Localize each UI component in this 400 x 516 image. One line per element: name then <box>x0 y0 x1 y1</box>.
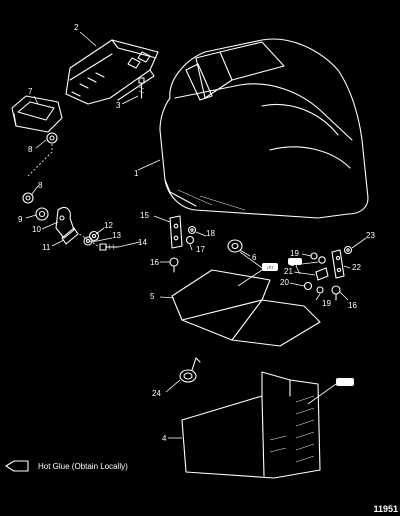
callout-24: 24 <box>152 389 161 398</box>
bolt-14 <box>99 243 119 251</box>
callout-13: 13 <box>112 231 121 240</box>
screw-3 <box>138 77 145 99</box>
callout-8-lower: 8 <box>38 181 43 190</box>
callout-11: 11 <box>42 243 51 252</box>
washer-23 <box>343 245 353 255</box>
callout-14: 14 <box>138 238 147 247</box>
callout-labels: 1 2 3 4 5 6 7 8 8 9 10 11 12 13 14 15 16… <box>18 23 375 443</box>
air-intake-cover <box>65 39 159 105</box>
callout-20: 20 <box>280 278 289 287</box>
callout-12: 12 <box>104 221 113 230</box>
grille-7 <box>11 95 63 133</box>
glue-callout-4 <box>307 378 354 405</box>
legend-symbol: 101 <box>17 464 24 469</box>
bracket-22 <box>331 249 345 279</box>
leader-lines <box>25 31 367 439</box>
washer-19-lower <box>316 286 324 294</box>
callout-4: 4 <box>162 434 167 443</box>
washer-12 <box>88 230 100 242</box>
callout-22: 22 <box>352 263 361 272</box>
glue-callout-2 <box>237 265 269 287</box>
washer-19-upper <box>310 252 318 260</box>
legend: 101 Hot Glue (Obtain Locally) <box>5 460 128 472</box>
glue-symbol-label: 101 <box>267 265 274 270</box>
screw-16-left <box>169 257 179 273</box>
callout-7: 7 <box>28 87 33 96</box>
bottom-cowl-4 <box>181 371 321 479</box>
grommet-6 <box>227 239 243 253</box>
callout-3: 3 <box>116 101 121 110</box>
callout-18: 18 <box>206 229 215 238</box>
washer-18 <box>187 225 197 235</box>
seal-5 <box>171 269 321 347</box>
cable-clip-24 <box>179 357 201 383</box>
screw-16-right <box>331 285 341 301</box>
callout-21: 21 <box>284 267 293 276</box>
nut-8-lower <box>22 192 34 204</box>
nut-17-right <box>318 256 326 264</box>
callout-10: 10 <box>32 225 41 234</box>
callout-9: 9 <box>18 215 23 224</box>
callout-16-right: 16 <box>348 301 357 310</box>
callout-17-left: 17 <box>196 245 205 254</box>
glue-callout-1: 101 <box>239 251 278 271</box>
bracket-15 <box>169 215 183 249</box>
callout-5: 5 <box>150 292 155 301</box>
callout-16-left: 16 <box>150 258 159 267</box>
reference-number: 11951 <box>373 504 398 514</box>
latch-10 <box>55 207 75 239</box>
washer-9 <box>35 207 49 221</box>
callout-19-upper: 19 <box>290 249 299 258</box>
top-cowl <box>159 38 369 219</box>
lever-11 <box>61 227 79 245</box>
nut-8-upper <box>46 132 58 144</box>
callout-17-right: 17 <box>290 259 299 268</box>
callout-1: 1 <box>134 169 139 178</box>
nut-20 <box>303 281 313 291</box>
callout-23: 23 <box>366 231 375 240</box>
nut-17-left <box>185 235 195 245</box>
clip-21 <box>315 267 329 281</box>
legend-text: Hot Glue (Obtain Locally) <box>38 462 128 471</box>
callout-8-upper: 8 <box>28 145 33 154</box>
callout-6: 6 <box>252 253 257 262</box>
callout-2: 2 <box>74 23 79 32</box>
callout-19-lower: 19 <box>322 299 331 308</box>
callout-15: 15 <box>140 211 149 220</box>
